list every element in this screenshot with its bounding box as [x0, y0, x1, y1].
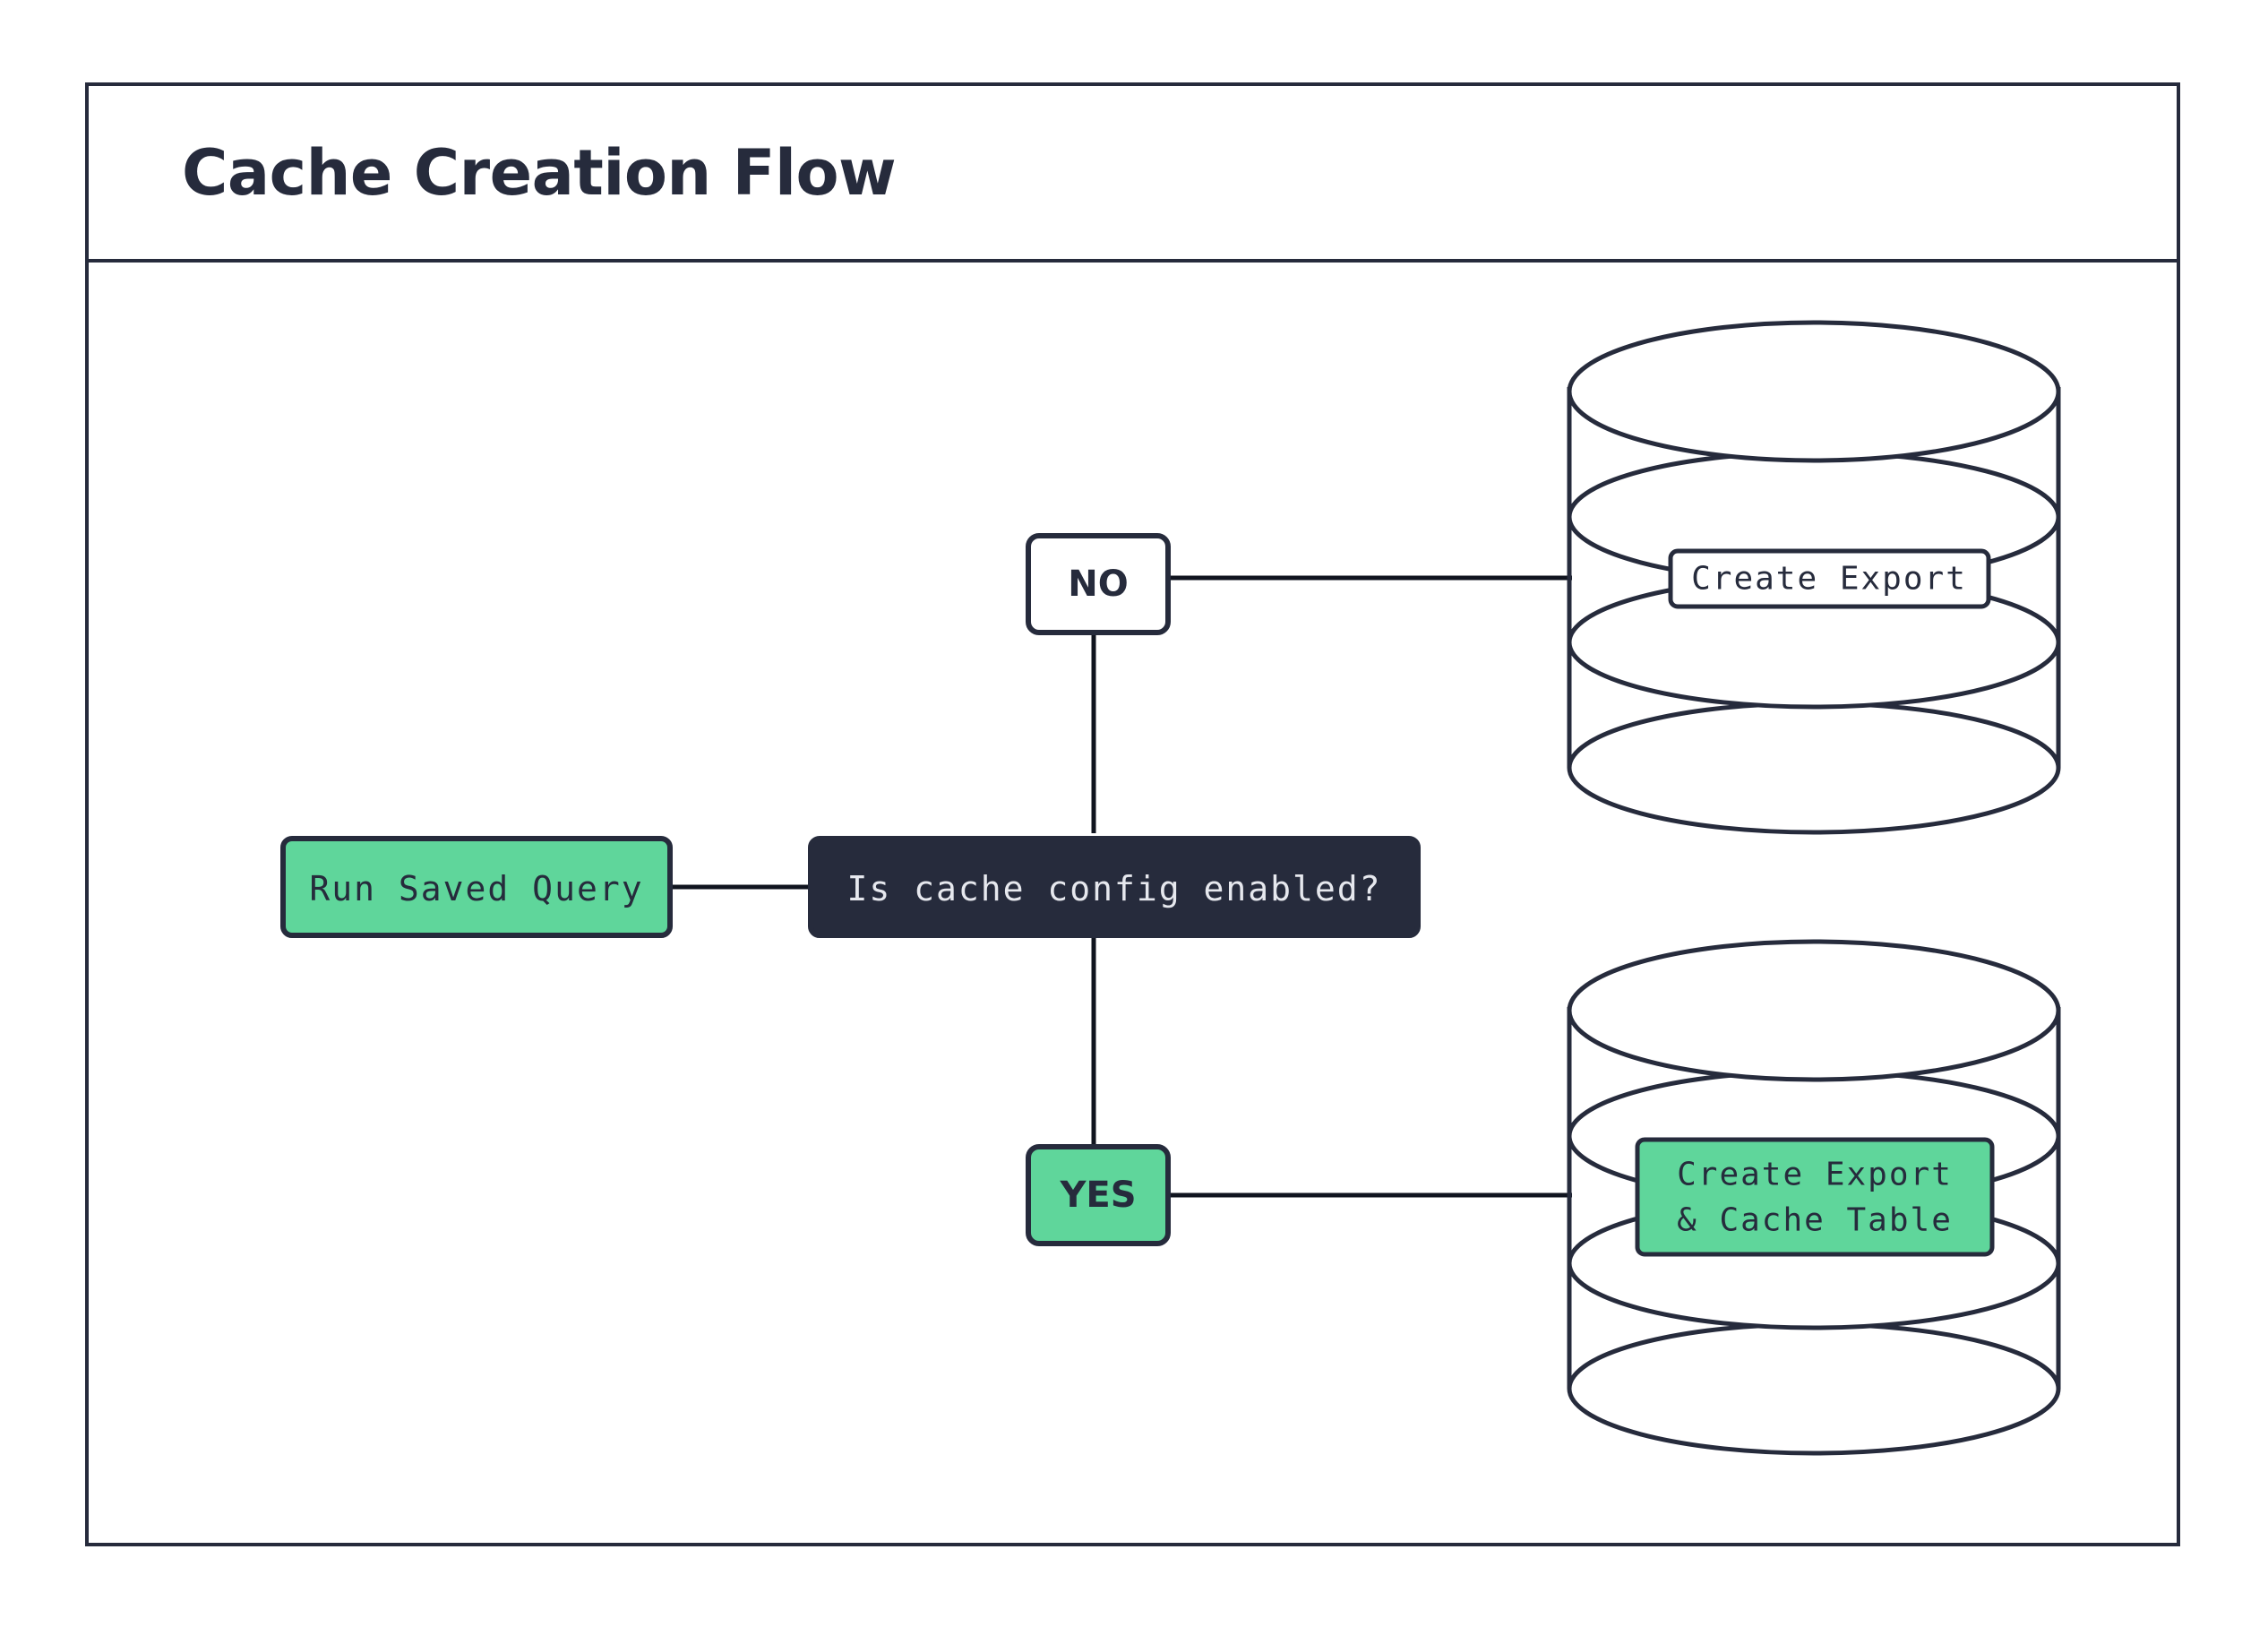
- diagram-header: Cache Creation Flow: [89, 86, 2177, 263]
- diagram-frame: Cache Creation Flow: [85, 82, 2180, 1546]
- page-title: Cache Creation Flow: [182, 135, 897, 210]
